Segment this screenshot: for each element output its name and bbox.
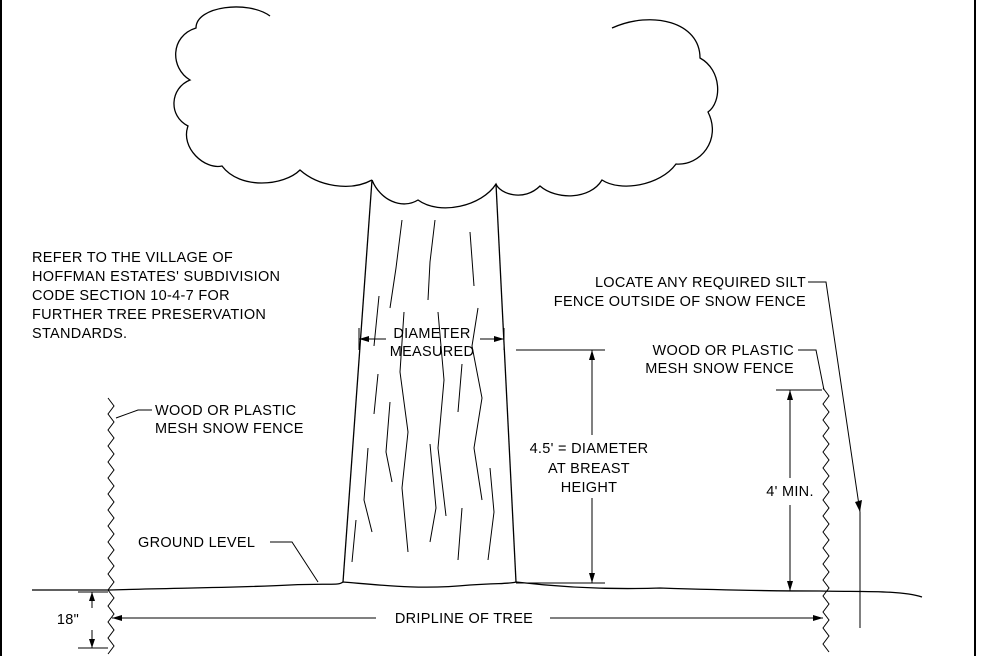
depth-dimension xyxy=(78,591,108,649)
breast-height-label-line: AT BREAST xyxy=(548,461,630,477)
diameter-dimension xyxy=(358,328,505,350)
right-fence-label-line: WOOD OR PLASTIC xyxy=(653,343,794,359)
diameter-label: DIAMETER MEASURED xyxy=(390,326,475,360)
trunk-right-edge xyxy=(495,183,517,583)
diameter-label-line: DIAMETER xyxy=(393,326,470,342)
left-fence-leader xyxy=(115,409,152,419)
diameter-label-line: MEASURED xyxy=(390,344,475,360)
preservation-note-line: REFER TO THE VILLAGE OF xyxy=(32,250,233,266)
silt-fence-leader xyxy=(808,281,861,513)
breast-height-label-line: 4.5' = DIAMETER xyxy=(530,441,649,457)
right-snow-fence xyxy=(822,387,830,653)
depth-label: 18" xyxy=(57,612,79,628)
dripline-label: DRIPLINE OF TREE xyxy=(395,611,533,627)
right-fence-label: WOOD OR PLASTIC MESH SNOW FENCE xyxy=(645,343,794,377)
preservation-note-line: STANDARDS. xyxy=(32,326,127,342)
breast-height-label-line: HEIGHT xyxy=(561,480,618,496)
silt-fence-note-line: LOCATE ANY REQUIRED SILT xyxy=(595,275,806,291)
left-fence-label: WOOD OR PLASTIC MESH SNOW FENCE xyxy=(155,403,304,437)
silt-fence-note: LOCATE ANY REQUIRED SILT FENCE OUTSIDE O… xyxy=(554,275,806,310)
silt-fence-note-line: FENCE OUTSIDE OF SNOW FENCE xyxy=(554,294,806,310)
tree-canopy xyxy=(173,6,719,209)
preservation-note-line: FURTHER TREE PRESERVATION xyxy=(32,307,266,323)
left-fence-label-line: MESH SNOW FENCE xyxy=(155,421,304,437)
trunk-left-edge xyxy=(342,179,373,583)
preservation-note-line: CODE SECTION 10-4-7 FOR xyxy=(32,288,230,304)
preservation-note-line: HOFFMAN ESTATES' SUBDIVISION xyxy=(32,269,280,285)
right-fence-leader xyxy=(798,349,825,391)
silt-fence-arrowhead xyxy=(855,500,862,512)
dripline-dimension xyxy=(112,615,823,621)
left-snow-fence xyxy=(107,397,115,655)
right-fence-label-line: MESH SNOW FENCE xyxy=(645,361,794,377)
fence-height-label: 4' MIN. xyxy=(766,484,814,500)
breast-height-dimension xyxy=(516,349,605,584)
ground-level-label: GROUND LEVEL xyxy=(138,535,255,551)
ground-level-leader xyxy=(270,541,319,583)
preservation-note: REFER TO THE VILLAGE OF HOFFMAN ESTATES'… xyxy=(32,250,280,342)
bark-texture xyxy=(351,219,495,563)
left-fence-label-line: WOOD OR PLASTIC xyxy=(155,403,296,419)
fence-height-dimension xyxy=(776,389,822,592)
breast-height-label: 4.5' = DIAMETER AT BREAST HEIGHT xyxy=(530,441,649,496)
